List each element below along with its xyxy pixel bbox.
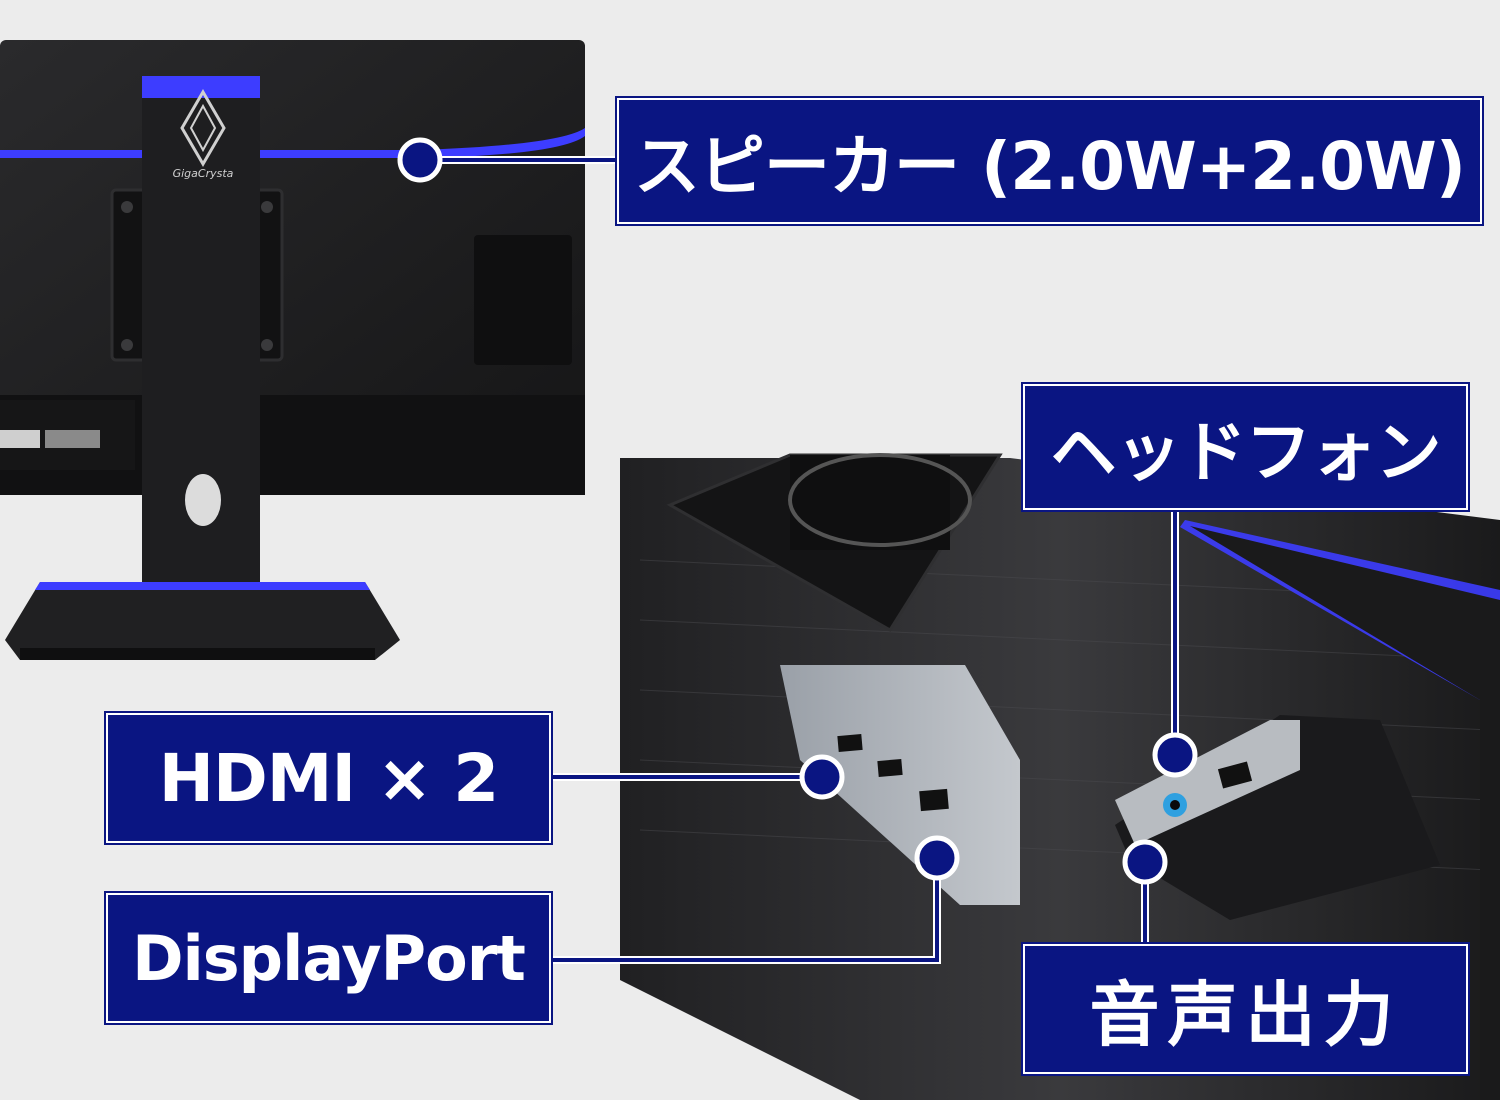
brand-logo: GigaCrysta bbox=[173, 167, 234, 180]
displayport-label: DisplayPort bbox=[104, 891, 553, 1025]
hdmi-label: HDMI × 2 bbox=[104, 711, 553, 845]
monitor-rear-view: GigaCrysta bbox=[0, 40, 585, 660]
monitor-bottom-view bbox=[620, 453, 1500, 1100]
callout-speaker bbox=[397, 137, 617, 183]
speaker-label: スピーカー (2.0W+2.0W) bbox=[615, 96, 1484, 226]
callout-displayport bbox=[551, 835, 960, 964]
callout-headphone bbox=[1152, 510, 1198, 778]
audio-output-label: 音声出力 bbox=[1021, 942, 1470, 1076]
callout-audio-out bbox=[1122, 839, 1168, 944]
callout-hdmi bbox=[551, 754, 845, 800]
headphone-label: ヘッドフォン bbox=[1021, 382, 1470, 512]
